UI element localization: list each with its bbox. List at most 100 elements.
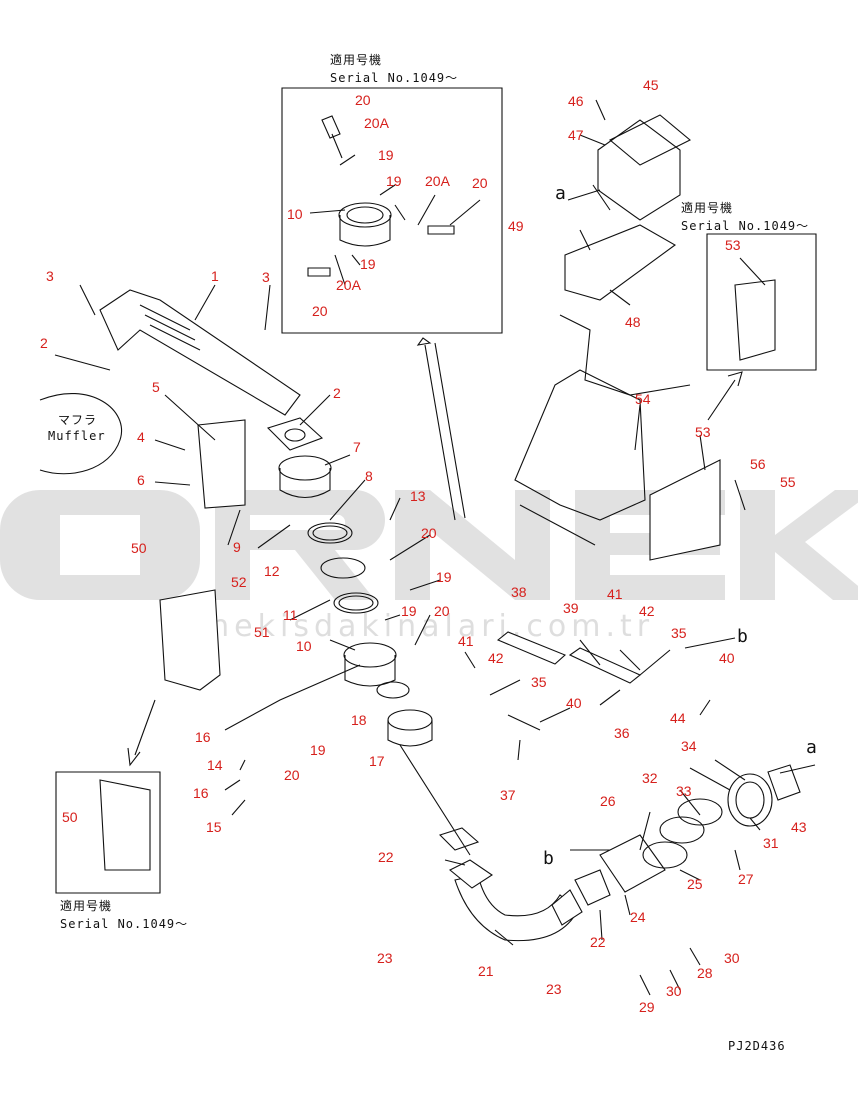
callout-19: 19	[436, 569, 452, 585]
callout-20a: 20A	[425, 173, 451, 189]
callout-39: 39	[563, 600, 579, 616]
view-ref-b: b	[737, 626, 749, 647]
muffler: マフラ Muffler	[39, 393, 123, 475]
serial-note-en: Serial No.1049～	[330, 71, 458, 85]
watermark: ornekisdakinalari.com.tr	[0, 490, 858, 644]
callout-18: 18	[351, 712, 367, 728]
callout-13: 13	[410, 488, 426, 504]
callout-35: 35	[531, 674, 547, 690]
callout-10: 10	[296, 638, 312, 654]
callout-35: 35	[671, 625, 687, 641]
callout-25: 25	[687, 876, 703, 892]
callout-3: 3	[46, 268, 54, 284]
callout-29: 29	[639, 999, 655, 1015]
callout-28: 28	[697, 965, 713, 981]
callout-40: 40	[566, 695, 582, 711]
callout-42: 42	[639, 603, 655, 619]
callout-20: 20	[355, 92, 371, 108]
callout-7: 7	[353, 439, 361, 455]
callout-50: 50	[62, 809, 78, 825]
serial-note-jp: 適用号機	[60, 898, 112, 913]
callout-19: 19	[378, 147, 394, 163]
callout-20: 20	[434, 603, 450, 619]
view-ref-a: a	[555, 183, 567, 204]
callout-38: 38	[511, 584, 527, 600]
callout-49: 49	[508, 218, 524, 234]
callout-20: 20	[284, 767, 300, 783]
callout-47: 47	[568, 127, 584, 143]
callout-12: 12	[264, 563, 280, 579]
callout-30: 30	[666, 983, 682, 999]
callout-31: 31	[763, 835, 779, 851]
callout-36: 36	[614, 725, 630, 741]
callout-54: 54	[635, 391, 651, 407]
callout-4: 4	[137, 429, 145, 445]
callout-16: 16	[193, 785, 209, 801]
callout-20a: 20A	[364, 115, 390, 131]
callout-27: 27	[738, 871, 754, 887]
callout-26: 26	[600, 793, 616, 809]
callout-10: 10	[287, 206, 303, 222]
callout-52: 52	[231, 574, 247, 590]
callout-labels: 20 20A 19 19 20A 20 10 19 20A 20 3 1 3 2…	[40, 77, 807, 1015]
serial-note-jp: 適用号機	[330, 52, 382, 67]
callout-20: 20	[472, 175, 488, 191]
callout-42: 42	[488, 650, 504, 666]
callout-53: 53	[695, 424, 711, 440]
serial-box-top: 適用号機 Serial No.1049～	[281, 52, 503, 334]
part-drawings	[99, 114, 801, 942]
callout-22: 22	[590, 934, 606, 950]
callout-23: 23	[377, 950, 393, 966]
callout-50: 50	[131, 540, 147, 556]
serial-note-en: Serial No.1049～	[60, 917, 188, 931]
callout-1: 1	[211, 268, 219, 284]
callout-56: 56	[750, 456, 766, 472]
callout-46: 46	[568, 93, 584, 109]
muffler-label-jp: マフラ	[58, 413, 97, 427]
view-ref-letters: a a b b	[543, 183, 818, 869]
callout-37: 37	[500, 787, 516, 803]
callout-33: 33	[676, 783, 692, 799]
callout-15: 15	[206, 819, 222, 835]
callout-44: 44	[670, 710, 686, 726]
callout-3: 3	[262, 269, 270, 285]
callout-30: 30	[724, 950, 740, 966]
serial-note-en: Serial No.1049～	[681, 219, 809, 233]
callout-34: 34	[681, 738, 697, 754]
callout-6: 6	[137, 472, 145, 488]
watermark-url: ornekisdakinalari.com.tr	[170, 609, 654, 644]
callout-20: 20	[312, 303, 328, 319]
callout-45: 45	[643, 77, 659, 93]
callout-5: 5	[152, 379, 160, 395]
muffler-label-en: Muffler	[48, 429, 106, 443]
view-arrows	[127, 189, 816, 851]
callout-53: 53	[725, 237, 741, 253]
callout-19: 19	[401, 603, 417, 619]
callout-2: 2	[40, 335, 48, 351]
callout-24: 24	[630, 909, 646, 925]
callout-40: 40	[719, 650, 735, 666]
callout-14: 14	[207, 757, 223, 773]
view-ref-b: b	[543, 848, 555, 869]
callout-51: 51	[254, 624, 270, 640]
callout-48: 48	[625, 314, 641, 330]
callout-11: 11	[283, 607, 298, 623]
callout-20a: 20A	[336, 277, 362, 293]
callout-41: 41	[607, 586, 623, 602]
view-ref-a: a	[806, 737, 818, 758]
callout-16: 16	[195, 729, 211, 745]
callout-2: 2	[333, 385, 341, 401]
callout-8: 8	[365, 468, 373, 484]
callout-19: 19	[310, 742, 326, 758]
callout-22: 22	[378, 849, 394, 865]
callout-21: 21	[478, 963, 494, 979]
callout-9: 9	[233, 539, 241, 555]
callout-23: 23	[546, 981, 562, 997]
leader-lines	[54, 99, 766, 996]
callout-41: 41	[458, 633, 474, 649]
callout-43: 43	[791, 819, 807, 835]
serial-note-jp: 適用号機	[681, 200, 733, 215]
callout-20: 20	[421, 525, 437, 541]
callout-19: 19	[360, 256, 376, 272]
